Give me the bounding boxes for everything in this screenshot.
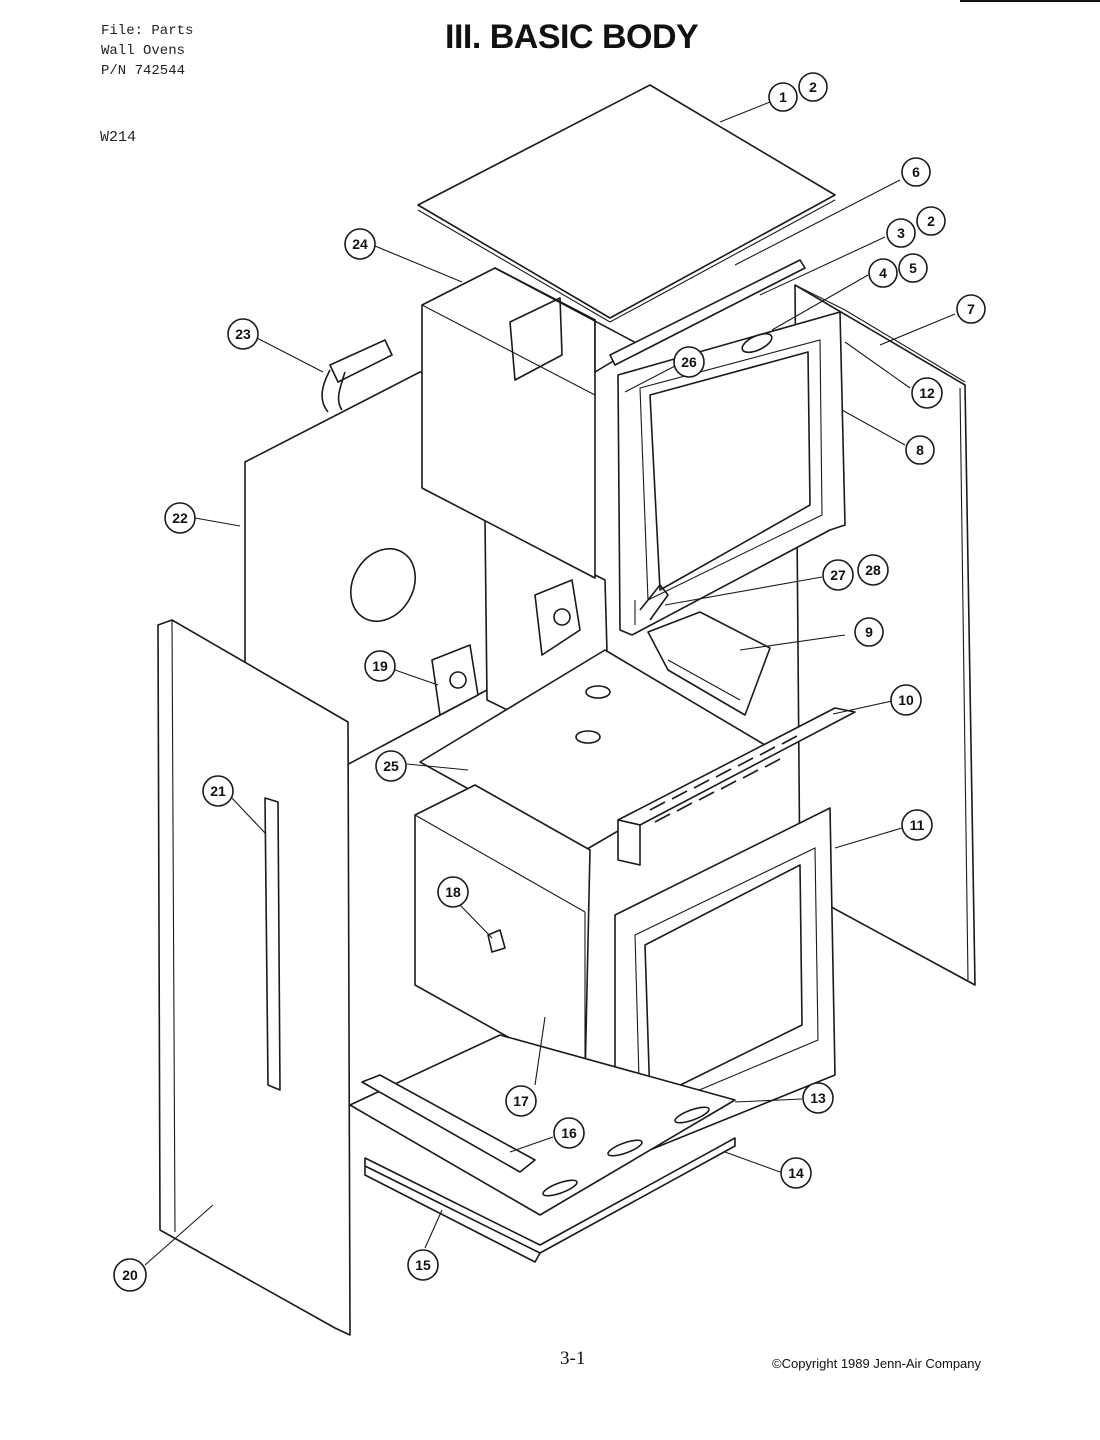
callout-label: 19 [372, 658, 388, 674]
callout-6: 6 [901, 157, 931, 187]
page-title: III. BASIC BODY [445, 18, 699, 56]
leader-lines [144, 97, 956, 1266]
callout-label: 4 [879, 265, 887, 281]
callout-label: 10 [898, 692, 914, 708]
upper-oven-cavity [421, 267, 641, 579]
wire-harness [321, 339, 393, 413]
callout-label: 26 [681, 354, 697, 370]
callout-label: 8 [916, 442, 924, 458]
rear-rail [364, 1166, 541, 1263]
callout-12: 12 [911, 377, 943, 409]
callout-11: 11 [901, 809, 933, 841]
callout-label: 7 [967, 301, 975, 317]
callout-16: 16 [553, 1117, 585, 1149]
lower-front-frame [614, 807, 836, 1161]
upper-front-frame [617, 311, 846, 636]
callout-7: 7 [956, 294, 986, 324]
callout-18: 18 [437, 876, 469, 908]
upper-hinge [639, 584, 669, 621]
callout-label: 14 [788, 1165, 804, 1181]
callout-label: 15 [415, 1257, 431, 1273]
callout-23: 23 [227, 318, 259, 350]
callout-label: 25 [383, 758, 399, 774]
callout-4: 4 [868, 258, 898, 288]
callout-label: 23 [235, 326, 251, 342]
vertical-trim-strip [264, 797, 281, 1091]
top-rule [960, 0, 1100, 2]
side-bracket-right [534, 579, 581, 656]
callout-label: 11 [910, 817, 925, 833]
callout-27: 27 [822, 559, 854, 591]
door-latch [741, 332, 773, 354]
callout-9: 9 [854, 617, 884, 647]
callout-28: 28 [857, 554, 889, 586]
cross-bracket [361, 1074, 536, 1173]
callout-26: 26 [673, 346, 705, 378]
callout-22: 22 [164, 502, 196, 534]
callout-25: 25 [375, 750, 407, 782]
header-part-number: P/N 742544 [101, 63, 186, 79]
callout-label: 9 [865, 624, 873, 640]
callout-label: 13 [810, 1090, 826, 1106]
callout-label: 17 [513, 1093, 529, 1109]
callout-20: 20 [113, 1258, 147, 1292]
callout-label: 21 [210, 783, 226, 799]
callout-17: 17 [505, 1085, 537, 1117]
callout-5: 5 [898, 253, 928, 283]
header-model: W214 [100, 129, 137, 146]
callout-8: 8 [905, 435, 935, 465]
callout-label: 2 [809, 79, 817, 95]
callout-label: 16 [561, 1125, 577, 1141]
callout-2-strip: 2 [916, 206, 946, 236]
top-cover [417, 84, 836, 323]
callout-19: 19 [364, 650, 396, 682]
lower-oven-cavity [414, 784, 591, 1081]
callout-label: 5 [909, 260, 917, 276]
callout-3: 3 [886, 218, 916, 248]
callout-10: 10 [890, 684, 922, 716]
callout-21: 21 [202, 775, 234, 807]
header-file: File: Parts [101, 23, 194, 39]
vent-trim [617, 707, 856, 866]
callout-label: 3 [897, 225, 905, 241]
callout-1: 1 [768, 82, 798, 112]
callout-label: 12 [919, 385, 935, 401]
callout-24: 24 [344, 228, 376, 260]
callout-label: 27 [830, 567, 846, 583]
callout-13: 13 [802, 1082, 834, 1114]
header-product: Wall Ovens [101, 43, 186, 59]
callout-label: 2 [927, 213, 935, 229]
callout-label: 22 [172, 510, 188, 526]
callout-label: 24 [352, 236, 368, 252]
bottom-pan [349, 1034, 736, 1216]
page-number: 3-1 [560, 1348, 586, 1369]
callout-label: 20 [122, 1267, 138, 1283]
callout-14: 14 [780, 1157, 812, 1189]
callout-2-top: 2 [798, 72, 828, 102]
callout-label: 1 [779, 89, 787, 105]
callout-label: 28 [865, 562, 881, 578]
callout-15: 15 [407, 1249, 439, 1281]
vent-bracket [647, 611, 771, 716]
callout-label: 18 [445, 884, 461, 900]
callout-label: 6 [912, 164, 920, 180]
copyright-notice: ©Copyright 1989 Jenn-Air Company [772, 1356, 982, 1371]
top-trim-strip [609, 259, 806, 366]
vent-slots [649, 735, 798, 823]
side-bracket-left [431, 644, 479, 716]
